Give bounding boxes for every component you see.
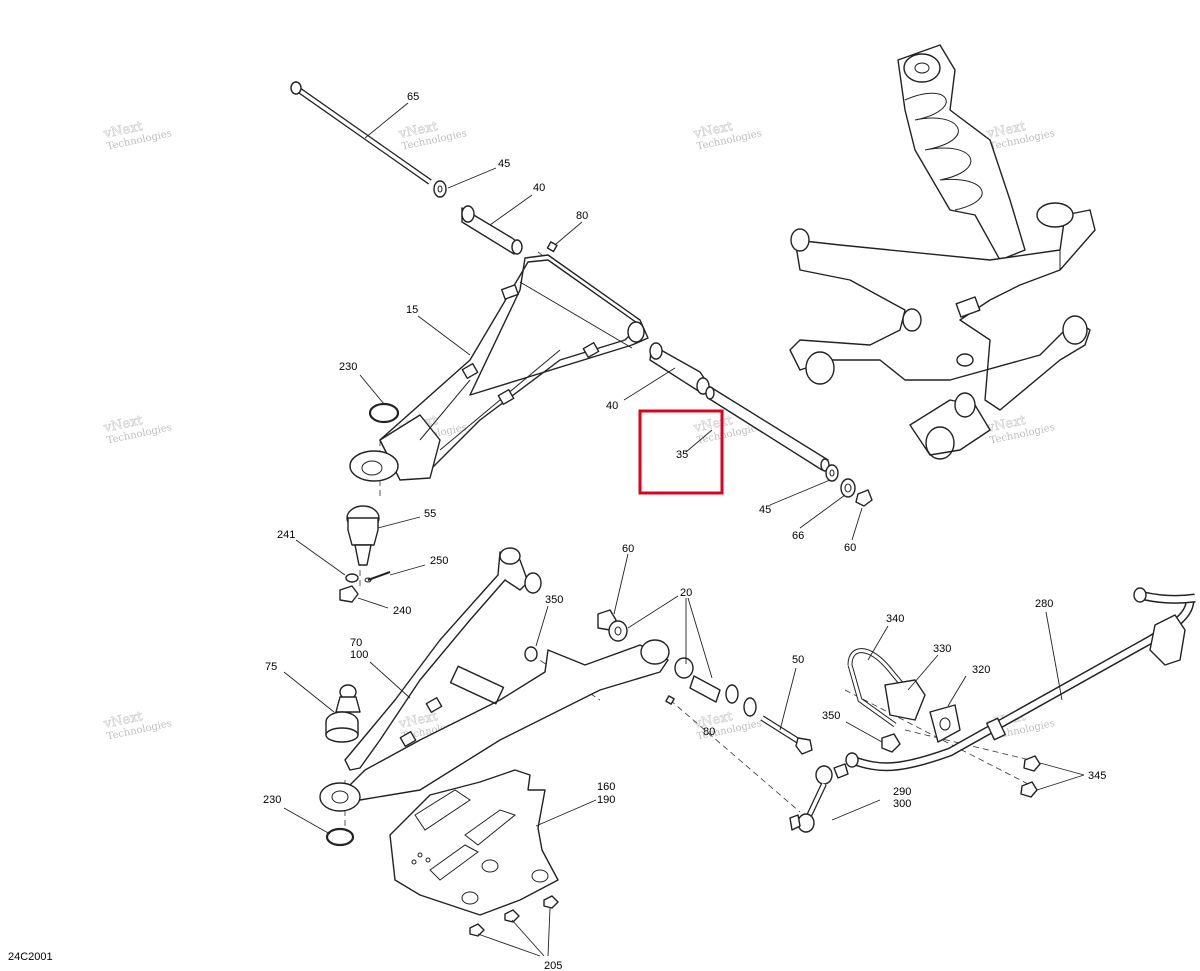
callout-40: 40: [533, 182, 545, 194]
washer-66: [840, 478, 856, 498]
bushing-upper-rear: [649, 342, 710, 395]
callout-80: 80: [576, 210, 588, 222]
callout-70: 70: [350, 637, 362, 649]
callout-350: 350: [545, 594, 563, 606]
callout-75: 75: [265, 661, 277, 673]
callout-66: 66: [792, 530, 804, 542]
callout-340: 340: [886, 613, 904, 625]
callout-345: 345: [1088, 770, 1106, 782]
callout-160: 160: [597, 781, 615, 793]
watermark: vNext Technologies: [984, 413, 1055, 447]
bushing-320: [929, 704, 961, 743]
callout-50: 50: [792, 654, 804, 666]
callout-300: 300: [893, 798, 911, 810]
nut-350-lower-arm: [524, 646, 538, 662]
bolt-lower-50: [760, 715, 813, 755]
callout-241: 241: [277, 529, 295, 541]
watermark: vNext Technologies: [984, 119, 1055, 153]
nuts-345: [1020, 755, 1041, 798]
callout-240: 240: [393, 605, 411, 617]
nut-240: [339, 585, 359, 603]
callout-230: 230: [339, 361, 357, 373]
callout-320: 320: [972, 664, 990, 676]
retaining-ring-lower: [325, 827, 355, 847]
upper-pivot-bolt: [290, 81, 432, 185]
diagram-code: 24C2001: [8, 951, 53, 963]
callout-45: 45: [498, 158, 510, 170]
callout-35: 35: [676, 449, 688, 461]
upper-a-arm: [349, 254, 649, 482]
callout-80: 80: [703, 726, 715, 738]
lower-ball-joint: [325, 684, 361, 743]
callout-20: 20: [680, 587, 692, 599]
bracket-330: [884, 679, 926, 721]
watermark: vNext Technologies: [691, 119, 762, 153]
watermark: vNext Technologies: [101, 413, 172, 447]
sleeve-35: [705, 386, 830, 472]
callout-45: 45: [759, 504, 771, 516]
washer-241: [345, 573, 359, 583]
callout-230: 230: [263, 794, 281, 806]
nut-350-swaybar: [881, 733, 901, 753]
bushing-upper-front: [461, 205, 523, 255]
callout-205: 205: [544, 960, 562, 971]
leader-lines: [283, 102, 1085, 957]
nut-upper-rear: [855, 489, 873, 507]
callout-190: 190: [597, 794, 615, 806]
retaining-ring-upper: [368, 402, 400, 424]
bracket-340: [847, 648, 917, 728]
bushing-lower-rear: [674, 657, 721, 703]
highlight-box: [638, 409, 724, 495]
screws-205: [469, 895, 559, 937]
washers-lower-rear: [725, 684, 757, 717]
callout-290: 290: [893, 786, 911, 798]
callout-60: 60: [844, 542, 856, 554]
callout-labels: 65 45 40 80 15 230 40 35 45 66 60 55 241…: [263, 91, 1106, 971]
callout-280: 280: [1035, 598, 1053, 610]
skid-plate: [389, 769, 559, 916]
callout-100: 100: [350, 649, 368, 661]
cotter-pin-250: [364, 571, 391, 583]
washer-upper-front: [433, 180, 447, 198]
callout-330: 330: [933, 643, 951, 655]
sway-bar: [845, 587, 1196, 772]
callout-15: 15: [406, 304, 418, 316]
callout-55: 55: [424, 508, 436, 520]
callout-350: 350: [822, 710, 840, 722]
shock-knuckle-assembly: [789, 44, 1096, 460]
bushing-lower-front: [608, 620, 628, 642]
grease-fitting-lower: [665, 695, 675, 705]
lower-a-arm: [319, 547, 670, 812]
washer-upper-rear: [825, 464, 839, 482]
watermark: vNext Technologies: [396, 119, 467, 153]
callout-60: 60: [622, 543, 634, 555]
grease-fitting-upper: [546, 241, 558, 253]
sway-link-290: [789, 763, 849, 833]
watermark: vNext Technologies: [101, 709, 172, 743]
callout-250: 250: [430, 555, 448, 567]
callout-40: 40: [606, 400, 618, 412]
watermark: vNext Technologies: [101, 119, 172, 153]
callout-65: 65: [407, 91, 419, 103]
upper-ball-joint: [346, 505, 380, 566]
